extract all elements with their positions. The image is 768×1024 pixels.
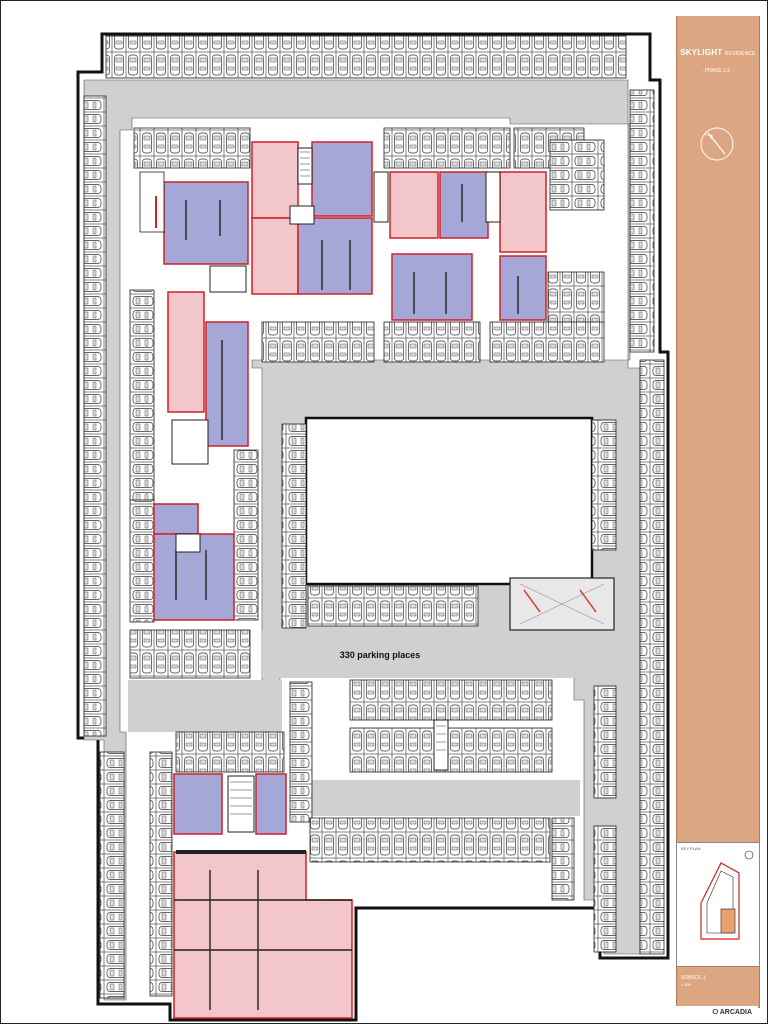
parking-row-courtyard-bottom [307,585,479,627]
arcadia-logo-icon: ⭘ ARCADIA [712,1009,752,1016]
parking-row-inner-right [549,139,605,211]
cores [171,147,501,833]
floor-plan [76,32,670,1022]
parking-island-top [349,679,553,721]
project-title: SKYLIGHT RESIDENCE [680,48,756,57]
apt-d1 [153,503,199,535]
phase-label: - PHASE 1.2. - [701,68,735,74]
parking-row-mid-a [261,321,375,363]
partitions [174,184,519,1010]
driveway-central [262,630,584,678]
apt-e2 [255,773,287,835]
apt-b2 [439,171,489,239]
parking-row-right-inner [591,419,617,551]
exit-box [139,171,165,233]
driveway-left-lower [128,680,282,732]
parking-row-inner-right2 [547,271,605,327]
parking-row-inner-top-a [133,127,251,169]
parking-row-left-lower [99,751,125,999]
apt-a4 [297,217,373,295]
key-plan-title: KEY PLAN [681,846,701,851]
parking-row-mid-b [383,321,481,363]
apt-a3 [251,217,299,295]
parking-row-courtyard-left [281,423,307,629]
apt-e1 [173,773,223,835]
parking-island-bottom [349,727,553,773]
parking-row-right-top [629,89,655,353]
apt-a2 [251,141,299,219]
driveway-lower [312,780,580,816]
key-plan: KEY PLAN [676,842,760,968]
parking-row-inner-top-b [383,127,511,169]
parking-row-left-inner2 [129,499,155,623]
parking-row-bottom [309,817,551,863]
svg-text:N: N [705,132,709,138]
parking-row-left [83,95,107,737]
parking-row-lower-left-col [149,751,173,997]
north-arrow-icon: N [700,127,734,161]
title-panel: SKYLIGHT RESIDENCE - PHASE 1.2. - N [676,16,760,842]
parking-row-left-inner [129,289,155,501]
apt-b4 [391,253,473,321]
courtyard [304,416,594,586]
parking-count-label: 330 parking places [339,650,421,660]
parking-row-lower-left-b [175,731,285,773]
parking-row-lower-mid-col [289,681,313,823]
parking-row-right-inner2 [593,685,617,799]
parking-row-mid-c [489,321,605,363]
parking-row-top [105,35,627,79]
apt-b3 [499,171,547,253]
key-plan-drawing [700,850,754,940]
sheet-scale: 1:200 [681,982,692,987]
apt-b1 [389,171,439,239]
ramp-arrows [519,583,605,625]
sheet-info: SOBSOL 1 1:200 [676,966,760,1008]
apt-c2 [205,321,249,447]
apt-b5 [499,255,547,321]
parking-row-block-right [233,449,259,621]
parking-row-right-inner3 [593,825,617,953]
apt-a5 [311,141,373,217]
apt-c1 [167,291,205,413]
apt-a1 [163,181,249,265]
parking-row-bottom-col [551,817,575,901]
stair-hatch [230,151,446,815]
lower-corridor [176,850,306,854]
sheet-name: SOBSOL 1 [681,975,706,981]
parking-row-right [639,359,665,955]
parking-row-lower-left-a [129,629,251,679]
logo-strip: ⭘ ARCADIA [676,1006,758,1022]
